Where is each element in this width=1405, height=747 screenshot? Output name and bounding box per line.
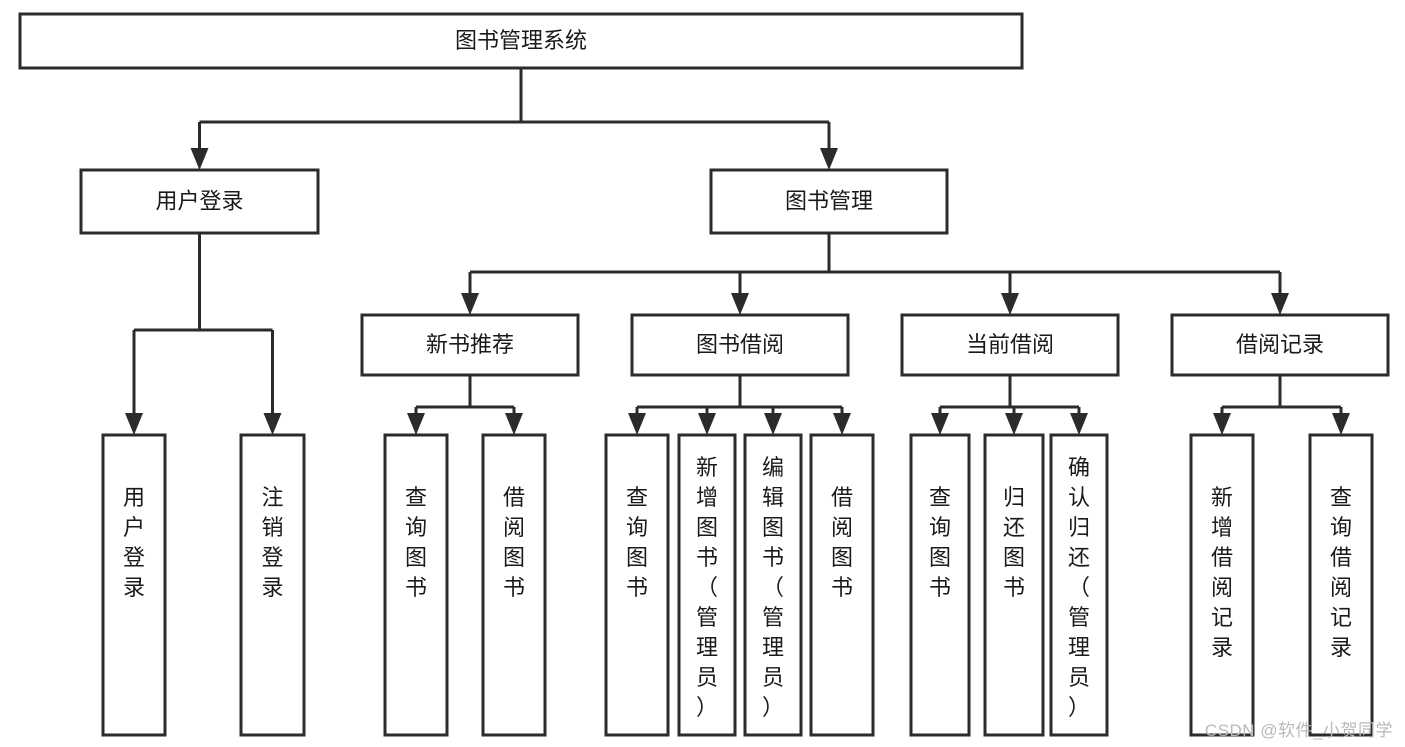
arrow-head-icon bbox=[764, 413, 782, 435]
node-borrow-records[interactable]: 借阅记录 bbox=[1170, 313, 1390, 377]
node-label-user-login: 用户登录 bbox=[155, 188, 243, 213]
node-box-borrow-records bbox=[1170, 313, 1390, 377]
arrow-head-icon bbox=[820, 148, 838, 170]
node-label-user-login-do: 用户登录 bbox=[123, 485, 145, 600]
node-records-add[interactable]: 新增借阅记录 bbox=[1189, 433, 1255, 737]
node-label-current-confirm-return: 确认归还（管理员） bbox=[1068, 455, 1090, 720]
node-label-borrow-query-book: 查询图书 bbox=[626, 485, 648, 600]
arrow-head-icon bbox=[1005, 413, 1023, 435]
node-current-borrow[interactable]: 当前借阅 bbox=[900, 313, 1120, 377]
arrow-head-icon bbox=[1001, 293, 1019, 315]
node-label-user-logout: 注销登录 bbox=[261, 485, 283, 600]
node-new-book-recommend[interactable]: 新书推荐 bbox=[360, 313, 580, 377]
node-borrow-add-book[interactable]: 新增图书（管理员） bbox=[677, 433, 737, 737]
node-label-borrow-records: 借阅记录 bbox=[1236, 332, 1324, 357]
node-box-current-borrow bbox=[900, 313, 1120, 377]
node-label-current-return-book: 归还图书 bbox=[1003, 485, 1025, 600]
node-box-recommend-borrow-book bbox=[481, 433, 547, 737]
arrow-head-icon bbox=[1332, 413, 1350, 435]
node-box-user-login-do bbox=[101, 433, 167, 737]
node-user-login-do[interactable]: 用户登录 bbox=[101, 433, 167, 737]
node-book-borrow[interactable]: 图书借阅 bbox=[630, 313, 850, 377]
node-box-records-add bbox=[1189, 433, 1255, 737]
arrow-head-icon bbox=[1070, 413, 1088, 435]
arrow-head-icon bbox=[833, 413, 851, 435]
node-recommend-borrow-book[interactable]: 借阅图书 bbox=[481, 433, 547, 737]
arrow-head-icon bbox=[190, 148, 209, 170]
arrow-head-icon bbox=[461, 293, 479, 315]
node-label-recommend-borrow-book: 借阅图书 bbox=[503, 485, 525, 600]
node-user-logout[interactable]: 注销登录 bbox=[239, 433, 306, 737]
arrow-head-icon bbox=[505, 413, 523, 435]
node-label-book-management: 图书管理 bbox=[785, 188, 873, 213]
node-box-borrow-query-book bbox=[604, 433, 670, 737]
node-records-query[interactable]: 查询借阅记录 bbox=[1308, 433, 1374, 737]
node-label-records-add: 新增借阅记录 bbox=[1211, 485, 1233, 660]
connector-layer bbox=[125, 68, 1350, 435]
arrow-head-icon bbox=[931, 413, 949, 435]
node-label-current-borrow: 当前借阅 bbox=[966, 332, 1054, 357]
node-box-user-login bbox=[79, 168, 320, 235]
node-user-login[interactable]: 用户登录 bbox=[79, 168, 320, 235]
node-label-current-query-book: 查询图书 bbox=[929, 485, 951, 600]
node-label-root: 图书管理系统 bbox=[455, 28, 587, 53]
node-box-book-management bbox=[709, 168, 949, 235]
node-label-borrow-borrow-book: 借阅图书 bbox=[831, 485, 853, 600]
node-label-borrow-add-book: 新增图书（管理员） bbox=[696, 455, 718, 720]
node-box-user-logout bbox=[239, 433, 306, 737]
node-recommend-query-book[interactable]: 查询图书 bbox=[383, 433, 449, 737]
node-label-new-book-recommend: 新书推荐 bbox=[426, 332, 514, 357]
node-box-recommend-query-book bbox=[383, 433, 449, 737]
node-borrow-edit-book[interactable]: 编辑图书（管理员） bbox=[743, 433, 803, 737]
node-box-borrow-borrow-book bbox=[809, 433, 875, 737]
arrow-head-icon bbox=[263, 413, 282, 435]
node-label-recommend-query-book: 查询图书 bbox=[405, 485, 427, 600]
node-box-records-query bbox=[1308, 433, 1374, 737]
node-borrow-borrow-book[interactable]: 借阅图书 bbox=[809, 433, 875, 737]
arrow-head-icon bbox=[628, 413, 646, 435]
arrow-head-icon bbox=[125, 413, 143, 435]
node-box-borrow-edit-book bbox=[743, 433, 803, 737]
arrow-head-icon bbox=[1271, 293, 1289, 315]
node-box-root bbox=[18, 12, 1024, 70]
node-box-new-book-recommend bbox=[360, 313, 580, 377]
node-borrow-query-book[interactable]: 查询图书 bbox=[604, 433, 670, 737]
node-current-query-book[interactable]: 查询图书 bbox=[909, 433, 971, 737]
node-book-management[interactable]: 图书管理 bbox=[709, 168, 949, 235]
arrow-head-icon bbox=[1213, 413, 1231, 435]
node-box-current-query-book bbox=[909, 433, 971, 737]
node-box-current-confirm-return bbox=[1049, 433, 1109, 737]
arrow-head-icon bbox=[698, 413, 716, 435]
arrow-head-icon bbox=[731, 293, 749, 315]
node-box-current-return-book bbox=[983, 433, 1045, 737]
node-box-book-borrow bbox=[630, 313, 850, 377]
node-label-book-borrow: 图书借阅 bbox=[696, 332, 784, 357]
node-current-return-book[interactable]: 归还图书 bbox=[983, 433, 1045, 737]
node-current-confirm-return[interactable]: 确认归还（管理员） bbox=[1049, 433, 1109, 737]
node-label-borrow-edit-book: 编辑图书（管理员） bbox=[762, 455, 784, 720]
node-label-records-query: 查询借阅记录 bbox=[1330, 485, 1352, 660]
node-layer: 图书管理系统用户登录用户登录注销登录图书管理新书推荐查询图书借阅图书图书借阅查询… bbox=[18, 12, 1390, 737]
arrow-head-icon bbox=[407, 413, 425, 435]
node-box-borrow-add-book bbox=[677, 433, 737, 737]
node-root[interactable]: 图书管理系统 bbox=[18, 12, 1024, 70]
